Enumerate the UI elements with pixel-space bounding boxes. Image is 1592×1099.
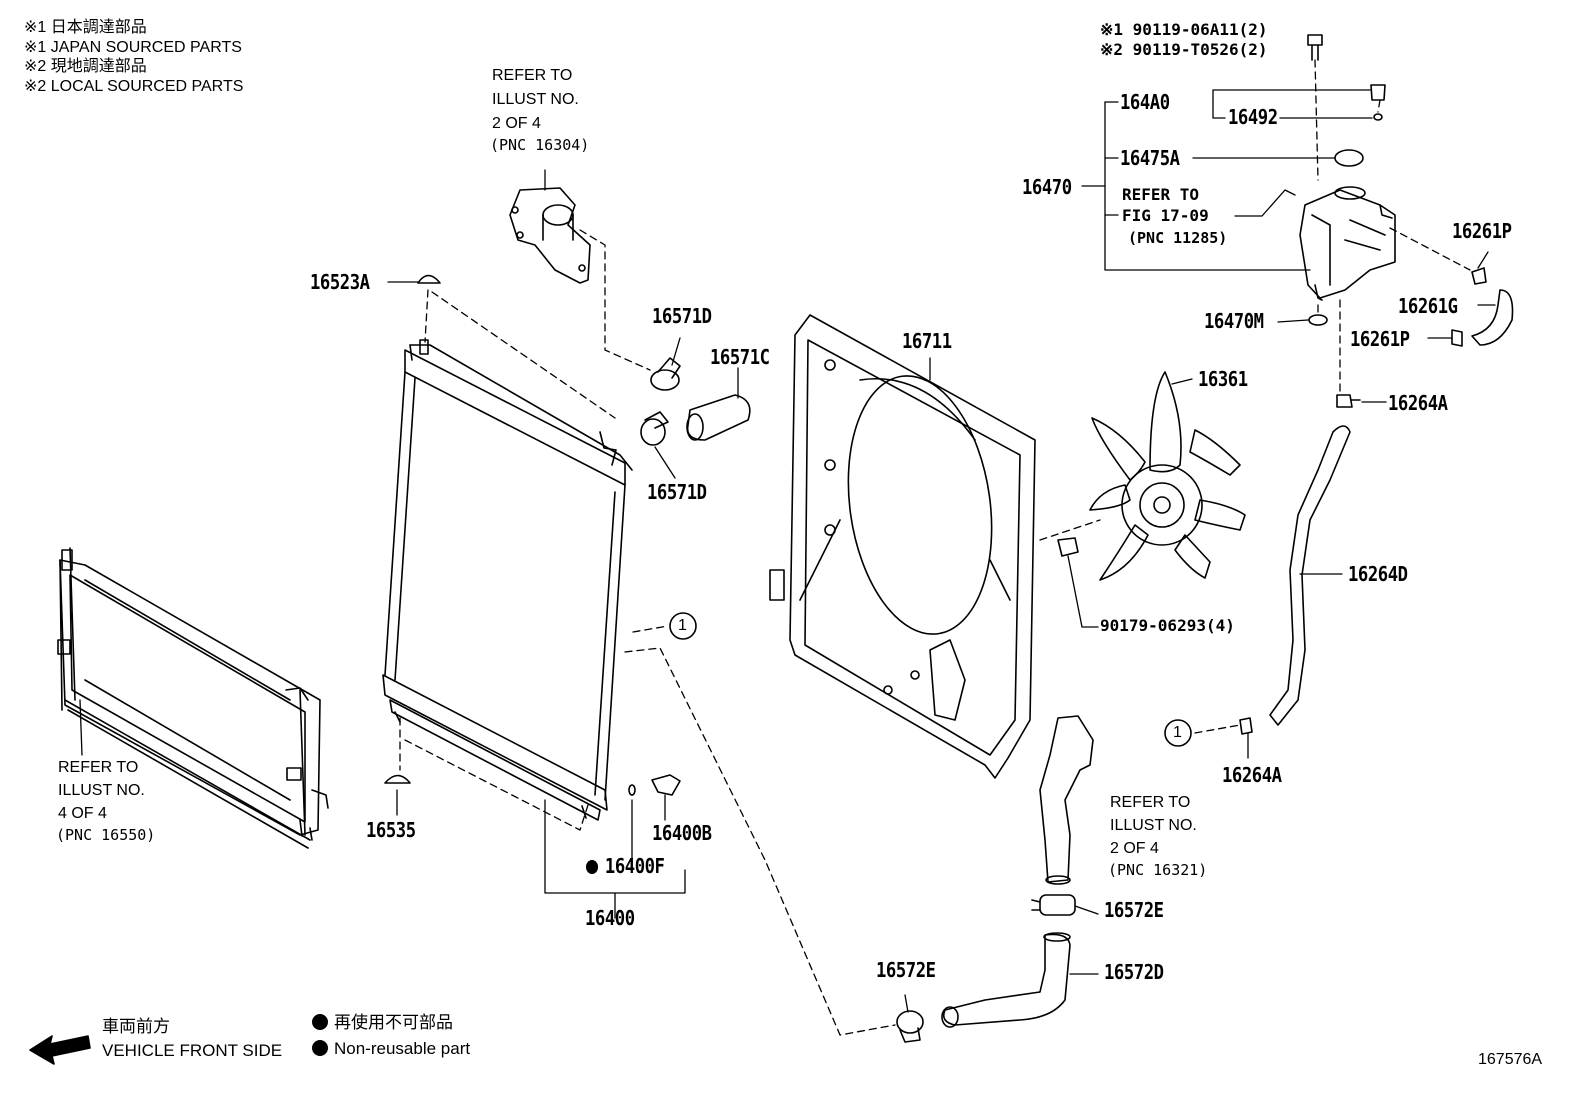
part-16571D-lower: 16571D [647,480,707,504]
part-16571C: 16571C [710,345,770,369]
part-164A0: 164A0 [1120,90,1170,114]
refer-left-4: (PNC 16550) [56,826,156,844]
clamp-16571D-upper [650,357,681,391]
cap-16492 [1370,84,1386,121]
refer-right-4: (PNC 16321) [1108,861,1208,879]
refer-left-3: 4 OF 4 [58,805,107,822]
clip-16261P-lower [1451,329,1463,347]
nonreusable-dot [586,860,599,874]
part-16571D-upper: 16571D [652,304,712,328]
refer-right-2: ILLUST NO. [1110,817,1197,834]
oring-16400F [628,784,636,796]
part-16470: 16470 [1022,175,1072,199]
figure-id: 167576A [1478,1051,1543,1068]
part-16264A-upper: 16264A [1388,391,1448,415]
hose-16572D [941,932,1071,1028]
cooling-fan-illustration [1089,371,1246,581]
part-16400F-text: 16400F [604,854,665,878]
front-side-jp: 車両前方 [102,1017,170,1036]
refer-fig-2: FIG 17-09 [1122,206,1209,225]
circle-ref-1-ring [669,612,697,640]
refer-top-2: ILLUST NO. [492,91,579,108]
leader-lines [79,89,1496,1013]
part-16711: 16711 [902,329,952,353]
dashed-lines [399,59,1471,1036]
hose-16571C [686,394,751,441]
part-16261G: 16261G [1398,294,1458,318]
water-inlet-illustration [1039,715,1094,885]
part-16523A: 16523A [310,270,370,294]
radiator-illustration [382,339,633,821]
bullet-2 [312,1040,328,1056]
part-16572E-upper: 16572E [1104,898,1164,922]
part-90179-06293: 90179-06293(4) [1100,616,1235,635]
part-16400F: 16400F [586,854,665,878]
note-line-1: ※1 日本調達部品 [24,19,147,36]
refer-left-2: ILLUST NO. [58,782,145,799]
refer-top-4: (PNC 16304) [490,136,590,154]
note-line-2: ※1 JAPAN SOURCED PARTS [24,39,242,56]
part-16470M: 16470M [1204,309,1264,333]
clip-16261P-upper [1471,267,1487,285]
part-16492: 16492 [1228,105,1278,129]
circle-ref-2: 1 [1173,724,1182,741]
hose-16261G [1471,289,1514,346]
part-16572D: 16572D [1104,960,1164,984]
condenser-illustration [57,547,329,849]
refer-left-1: REFER TO [58,759,139,776]
refer-fig-1: REFER TO [1122,185,1200,204]
nonreusable-en: Non-reusable part [334,1039,471,1058]
clamp-16572E-upper [1031,894,1076,916]
fan-shroud-illustration [769,314,1036,779]
part-16400: 16400 [585,906,635,930]
bolt-note-1: ※1 90119-06A11(2) [1100,20,1268,39]
nonreusable-jp: 再使用不可部品 [334,1013,453,1032]
clamp-16572E-lower [896,1010,924,1043]
part-16400B: 16400B [652,821,712,845]
nut-90179 [1057,537,1079,557]
circle-ref-2-ring [1164,719,1192,747]
grommet-16523A [417,274,441,284]
part-16572E-lower: 16572E [876,958,936,982]
water-outlet-illustration [509,187,591,284]
reservoir-tank-illustration [1299,186,1396,301]
refer-top-3: 2 OF 4 [492,115,541,132]
hose-16264D [1269,425,1351,726]
note-line-4: ※2 LOCAL SOURCED PARTS [24,78,244,95]
clamp-16264A-upper [1336,394,1361,408]
part-16535: 16535 [366,818,416,842]
cushion-16535 [384,774,411,784]
circle-ref-1: 1 [678,617,687,634]
part-16264D: 16264D [1348,562,1408,586]
refer-fig-3: (PNC 11285) [1128,229,1228,247]
part-16264A-lower: 16264A [1222,763,1282,787]
refer-right-1: REFER TO [1110,794,1191,811]
part-16475A: 16475A [1120,146,1180,170]
refer-top-1: REFER TO [492,67,573,84]
bullet-1 [312,1014,328,1030]
front-side-en: VEHICLE FRONT SIDE [102,1041,283,1060]
clamp-16571D-lower [640,411,669,446]
bolt-top [1307,34,1323,61]
part-16261P-upper: 16261P [1452,219,1512,243]
drain-cock-16400B [651,774,681,796]
part-16261P-lower: 16261P [1350,327,1410,351]
note-line-3: ※2 現地調達部品 [24,58,147,75]
vehicle-front-arrow [29,1035,91,1065]
refer-right-3: 2 OF 4 [1110,840,1159,857]
bolt-note-2: ※2 90119-T0526(2) [1100,40,1268,59]
part-16361: 16361 [1198,367,1248,391]
cap-16470M [1308,314,1328,326]
clamp-16264A-lower [1239,717,1253,735]
cap-16475A [1334,149,1364,167]
